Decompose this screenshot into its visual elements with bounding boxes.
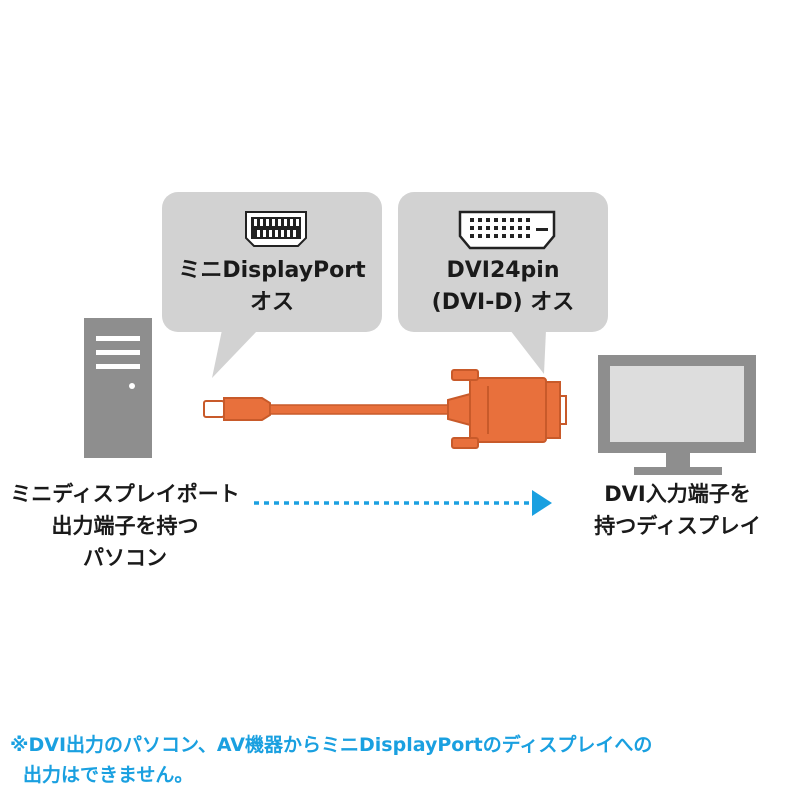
- direction-arrow: [254, 490, 552, 516]
- display-caption-line2: 持つディスプレイ: [594, 514, 761, 538]
- mini-displayport-connector-icon: [245, 211, 307, 247]
- bubble-right-label: DVI24pin (DVI-D) オス: [398, 255, 608, 319]
- bubble-right-line1: DVI24pin: [446, 258, 560, 283]
- bubble-left-label: ミニDisplayPort オス: [162, 255, 382, 319]
- bubble-left-line2: オス: [249, 290, 294, 315]
- bubble-right: [398, 192, 608, 374]
- pc-tower-icon: [84, 318, 152, 458]
- bubble-right-line2: (DVI-D) オス: [431, 290, 575, 315]
- note: ※DVI出力のパソコン、AV機器からミニDisplayPortのディスプレイへの…: [10, 730, 790, 790]
- pc-caption-line1: ミニディスプレイポート: [10, 482, 240, 506]
- display-caption-line1: DVI入力端子を: [604, 482, 751, 506]
- bubble-left-line1: ミニDisplayPort: [178, 258, 366, 283]
- pc-caption-line3: パソコン: [83, 546, 167, 570]
- note-line1: ※DVI出力のパソコン、AV機器からミニDisplayPortのディスプレイへの: [10, 734, 653, 756]
- pc-caption-line2: 出力端子を持つ: [51, 514, 199, 538]
- adapter-cable: [203, 369, 567, 449]
- monitor-icon: [598, 355, 756, 475]
- bubble-left: [162, 192, 382, 378]
- pc-caption: ミニディスプレイポート 出力端子を持つ パソコン: [0, 478, 250, 574]
- display-caption: DVI入力端子を 持つディスプレイ: [570, 478, 785, 542]
- dvi-connector-icon: [458, 210, 556, 250]
- note-line2: 出力はできません。: [23, 764, 194, 786]
